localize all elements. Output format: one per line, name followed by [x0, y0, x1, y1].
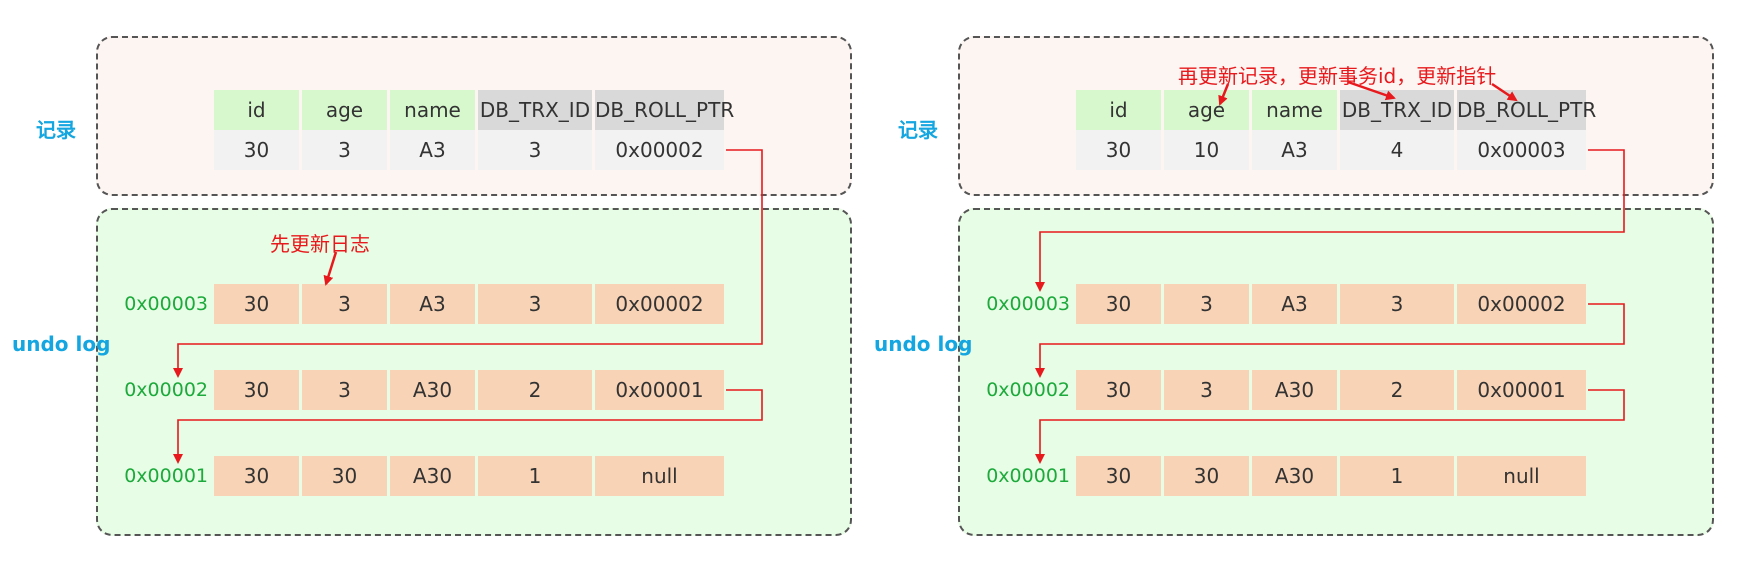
right-record-label: 记录	[898, 118, 938, 142]
left-log-cell: 3	[302, 370, 387, 410]
left-log-cell: A30	[390, 370, 475, 410]
right-annotation: 再更新记录，更新事务id，更新指针	[1178, 64, 1497, 88]
right-log-cell: 3	[1164, 370, 1249, 410]
left-log-cell: A3	[390, 284, 475, 324]
left-log-cell: 1	[478, 456, 592, 496]
left-record-id: 30	[214, 130, 299, 170]
right-record-trx-id: 4	[1340, 130, 1454, 170]
left-header-age: age	[302, 90, 387, 130]
right-log-pointer-arrow	[1035, 303, 1625, 378]
right-log-cell: 30	[1076, 284, 1161, 324]
left-header-db-roll-ptr: DB_ROLL_PTR	[595, 90, 734, 130]
left-record-roll-ptr: 0x00002	[595, 130, 724, 170]
right-log-cell: 0x00001	[1457, 370, 1586, 410]
left-undo-log-label: undo log	[12, 332, 111, 356]
left-annotation-arrow	[323, 251, 338, 286]
left-log-cell: 30	[214, 456, 299, 496]
right-log-cell: 2	[1340, 370, 1454, 410]
left-header-name: name	[390, 90, 475, 130]
left-log-cell: 3	[302, 284, 387, 324]
right-log-pointer-arrow	[1035, 389, 1625, 464]
left-log-cell: A30	[390, 456, 475, 496]
right-record-id: 30	[1076, 130, 1161, 170]
left-header-id: id	[214, 90, 299, 130]
right-log-cell: 3	[1340, 284, 1454, 324]
right-header-db-trx-id: DB_TRX_ID	[1340, 90, 1454, 130]
left-log-cell: 30	[214, 284, 299, 324]
right-log-address: 0x00003	[986, 293, 1070, 315]
right-log-cell: null	[1457, 456, 1586, 496]
right-log-cell: 30	[1076, 456, 1161, 496]
right-log-cell: 1	[1340, 456, 1454, 496]
right-log-cell: 30	[1076, 370, 1161, 410]
left-log-address: 0x00003	[124, 293, 208, 315]
right-log-cell: A30	[1252, 456, 1337, 496]
right-log-cell: 30	[1164, 456, 1249, 496]
right-annotation-arrow-roll-ptr	[1491, 82, 1518, 102]
left-log-cell: 0x00001	[595, 370, 724, 410]
right-log-cell: 3	[1164, 284, 1249, 324]
right-record-pointer-arrow	[1035, 149, 1625, 292]
left-log-address: 0x00002	[124, 379, 208, 401]
right-log-cell: A30	[1252, 370, 1337, 410]
left-record-pointer-arrow	[173, 149, 763, 378]
right-record-name: A3	[1252, 130, 1337, 170]
right-header-id: id	[1076, 90, 1161, 130]
left-record-name: A3	[390, 130, 475, 170]
right-annotation-arrow-age	[1218, 83, 1230, 106]
right-header-db-roll-ptr: DB_ROLL_PTR	[1457, 90, 1596, 130]
right-record-age: 10	[1164, 130, 1249, 170]
left-record-trx-id: 3	[478, 130, 592, 170]
right-record-roll-ptr: 0x00003	[1457, 130, 1586, 170]
left-annotation: 先更新日志	[270, 232, 370, 256]
left-log-cell: 30	[214, 370, 299, 410]
left-log-cell: null	[595, 456, 724, 496]
left-log-cell: 2	[478, 370, 592, 410]
right-log-cell: A3	[1252, 284, 1337, 324]
left-header-db-trx-id: DB_TRX_ID	[478, 90, 592, 130]
left-log-address: 0x00001	[124, 465, 208, 487]
left-log-pointer-arrow	[173, 389, 763, 464]
right-header-name: name	[1252, 90, 1337, 130]
left-log-cell: 30	[302, 456, 387, 496]
left-record-label: 记录	[36, 118, 76, 142]
right-log-address: 0x00002	[986, 379, 1070, 401]
right-log-address: 0x00001	[986, 465, 1070, 487]
left-log-cell: 0x00002	[595, 284, 724, 324]
right-annotation-arrow-trx-id	[1347, 80, 1396, 101]
right-undo-log-label: undo log	[874, 332, 973, 356]
left-log-cell: 3	[478, 284, 592, 324]
left-record-age: 3	[302, 130, 387, 170]
right-log-cell: 0x00002	[1457, 284, 1586, 324]
